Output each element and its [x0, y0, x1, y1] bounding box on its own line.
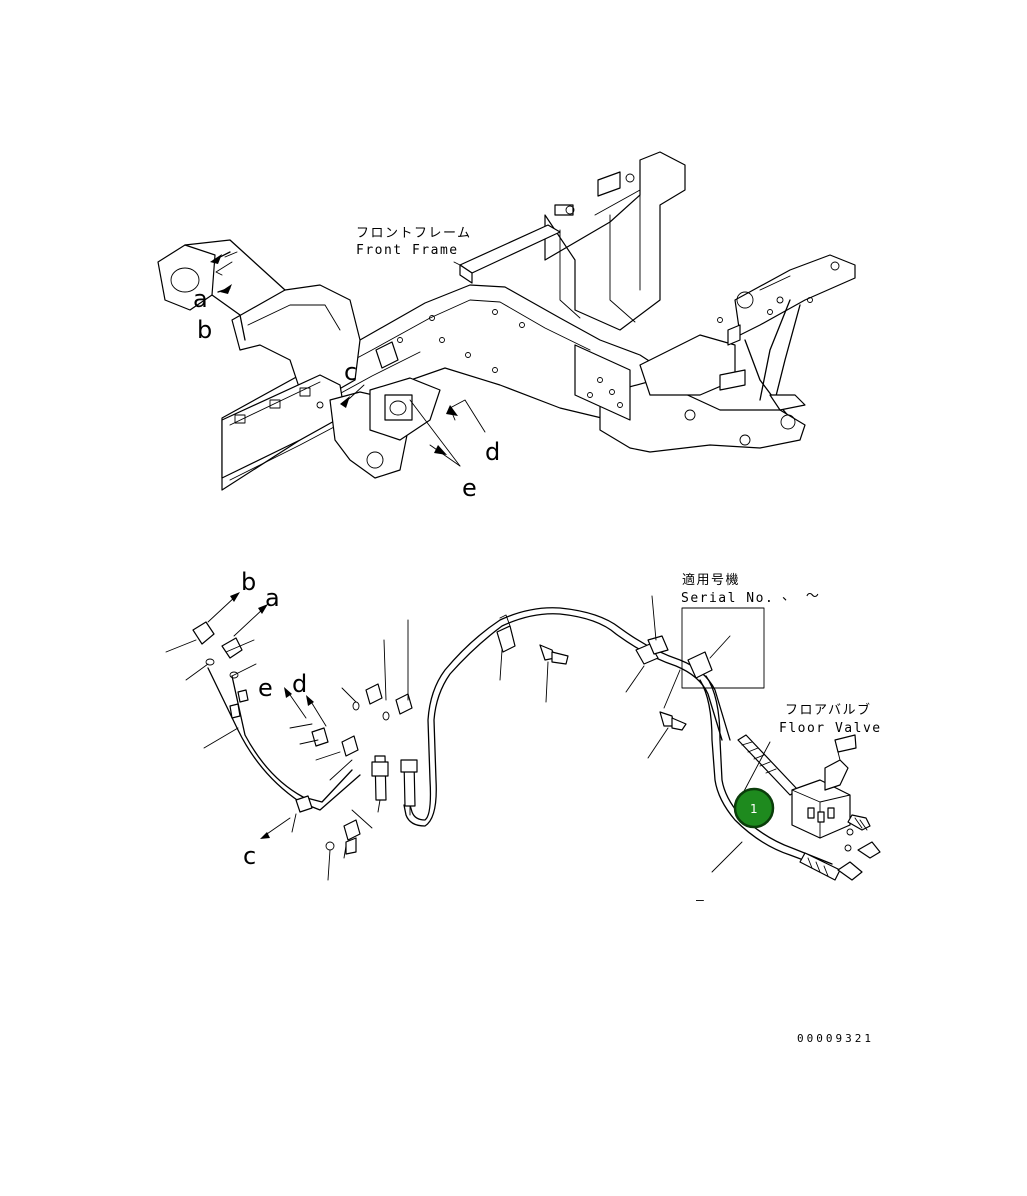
bottom-letter-c: c	[243, 842, 256, 870]
hose-clamps	[496, 614, 713, 679]
top-letter-c: c	[344, 358, 357, 386]
front-frame-jp-label: フロントフレーム	[356, 226, 472, 241]
callout-badge-1[interactable]: 1	[733, 787, 775, 829]
dash-mark: –	[696, 893, 705, 908]
front-frame-en-label: Front Frame	[356, 243, 459, 258]
top-letter-d: d	[485, 438, 500, 466]
front-frame-drawing: フロントフレーム Front Frame a b c d e	[157, 151, 856, 502]
hose-routing-drawing: 適用号機 Serial No. 、 ～ フロアバルブ Floor Valve b…	[165, 568, 882, 908]
bolts	[343, 644, 687, 855]
top-letter-e: e	[462, 474, 477, 502]
left-hose-assembly	[192, 621, 361, 813]
callout-number: 1	[750, 802, 758, 816]
floor-valve	[791, 734, 881, 881]
connection-arrows	[207, 592, 327, 839]
top-letter-a: a	[193, 285, 208, 313]
part-leaders	[165, 595, 771, 881]
serial-en-label: Serial No.	[681, 591, 774, 606]
serial-box	[681, 607, 765, 689]
bottom-letter-e: e	[258, 674, 273, 702]
frame-bolts	[397, 297, 813, 373]
bottom-letter-a: a	[265, 584, 280, 612]
top-leaders	[210, 251, 486, 467]
drawing-id: 00009321	[797, 1032, 874, 1045]
hose-fittings	[311, 683, 418, 851]
top-letter-b: b	[197, 316, 212, 344]
bottom-letter-d: d	[292, 670, 307, 698]
floor-valve-en-label: Floor Valve	[779, 721, 882, 736]
serial-range-label: 、 ～	[782, 589, 820, 604]
serial-jp-label: 適用号機	[682, 572, 740, 588]
bottom-letter-b: b	[241, 568, 256, 596]
floor-valve-jp-label: フロアバルブ	[785, 702, 871, 718]
